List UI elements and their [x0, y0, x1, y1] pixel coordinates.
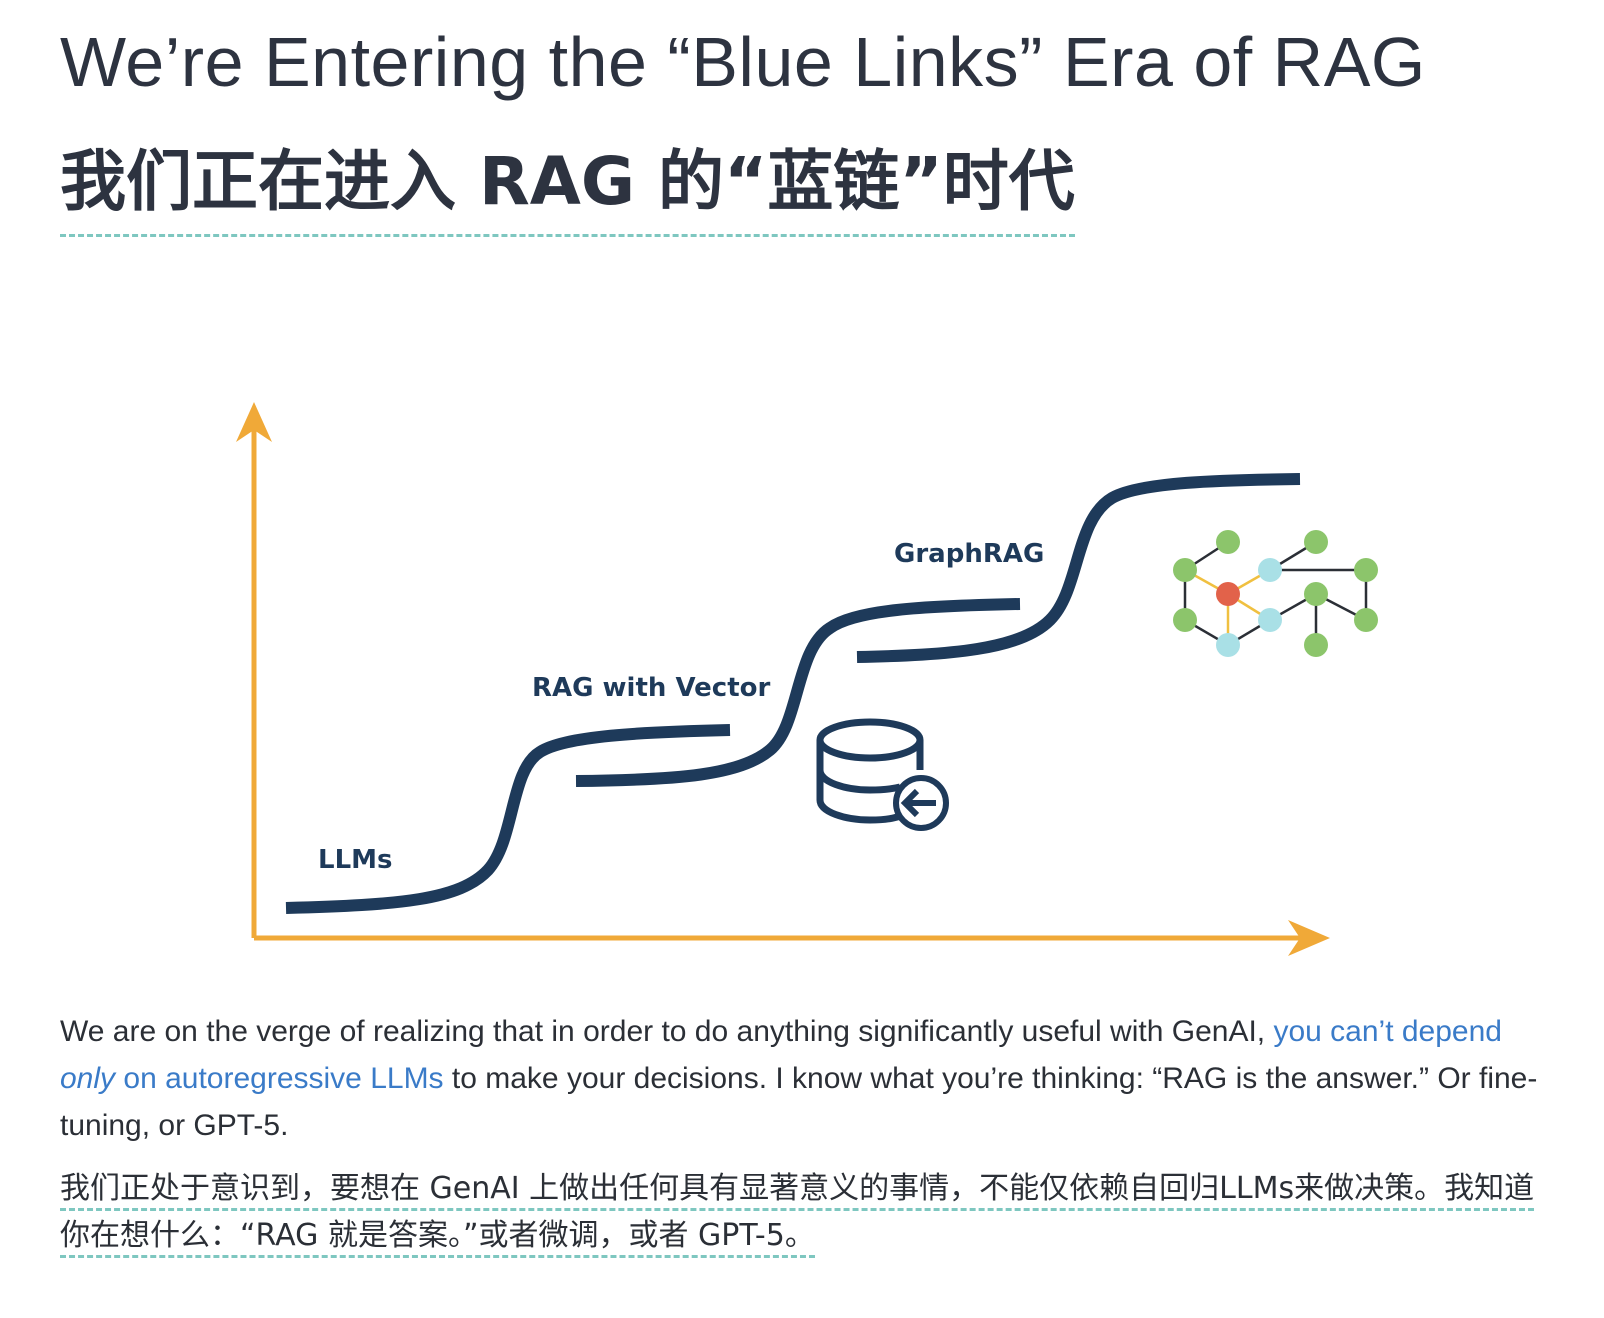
label-graphrag: GraphRAG: [894, 539, 1044, 569]
arrow-left-icon: [893, 775, 949, 831]
paragraph-text-end: to make your decisions. I know what you’…: [60, 1062, 1538, 1142]
label-rag-with-vector: RAG with Vector: [532, 673, 770, 703]
graph-network-icon: [1173, 530, 1378, 657]
x-axis-arrowhead: [1288, 920, 1330, 956]
paragraph-text-start: We are on the verge of realizing that in…: [60, 1015, 1274, 1048]
paragraph-chinese: 我们正处于意识到，要想在 GenAI 上做出任何具有显著意义的事情，不能仅依赖自…: [60, 1165, 1540, 1259]
curve-vector-to-graph: [575, 598, 1021, 787]
label-llms: LLMs: [318, 845, 392, 875]
link-text-part-1[interactable]: you can’t depend: [1273, 1015, 1502, 1048]
diagram-svg: LLMs RAG with Vector GraphRAG: [236, 402, 1378, 956]
y-axis-arrowhead: [236, 402, 272, 442]
paragraph-chinese-text: 我们正处于意识到，要想在 GenAI 上做出任何具有显著意义的事情，不能仅依赖自…: [60, 1171, 1535, 1258]
step-curves: [285, 473, 1301, 914]
curve-llms-to-vector: [285, 724, 731, 914]
axes: [236, 402, 1330, 956]
database-icon: [816, 718, 924, 824]
autoregressive-llms-link[interactable]: you can’t depend only on autoregressive …: [60, 1015, 1502, 1095]
paragraph-english: We are on the verge of realizing that in…: [60, 1008, 1540, 1149]
title-chinese: 我们正在进入 RAG 的“蓝链”时代: [60, 128, 1075, 237]
link-emphasis[interactable]: only: [60, 1062, 116, 1095]
rag-evolution-diagram: LLMs RAG with Vector GraphRAG: [0, 330, 1604, 990]
curve-graphrag-top: [856, 473, 1301, 663]
title-english: We’re Entering the “Blue Links” Era of R…: [60, 23, 1426, 101]
link-text-part-2[interactable]: on autoregressive LLMs: [115, 1062, 444, 1095]
